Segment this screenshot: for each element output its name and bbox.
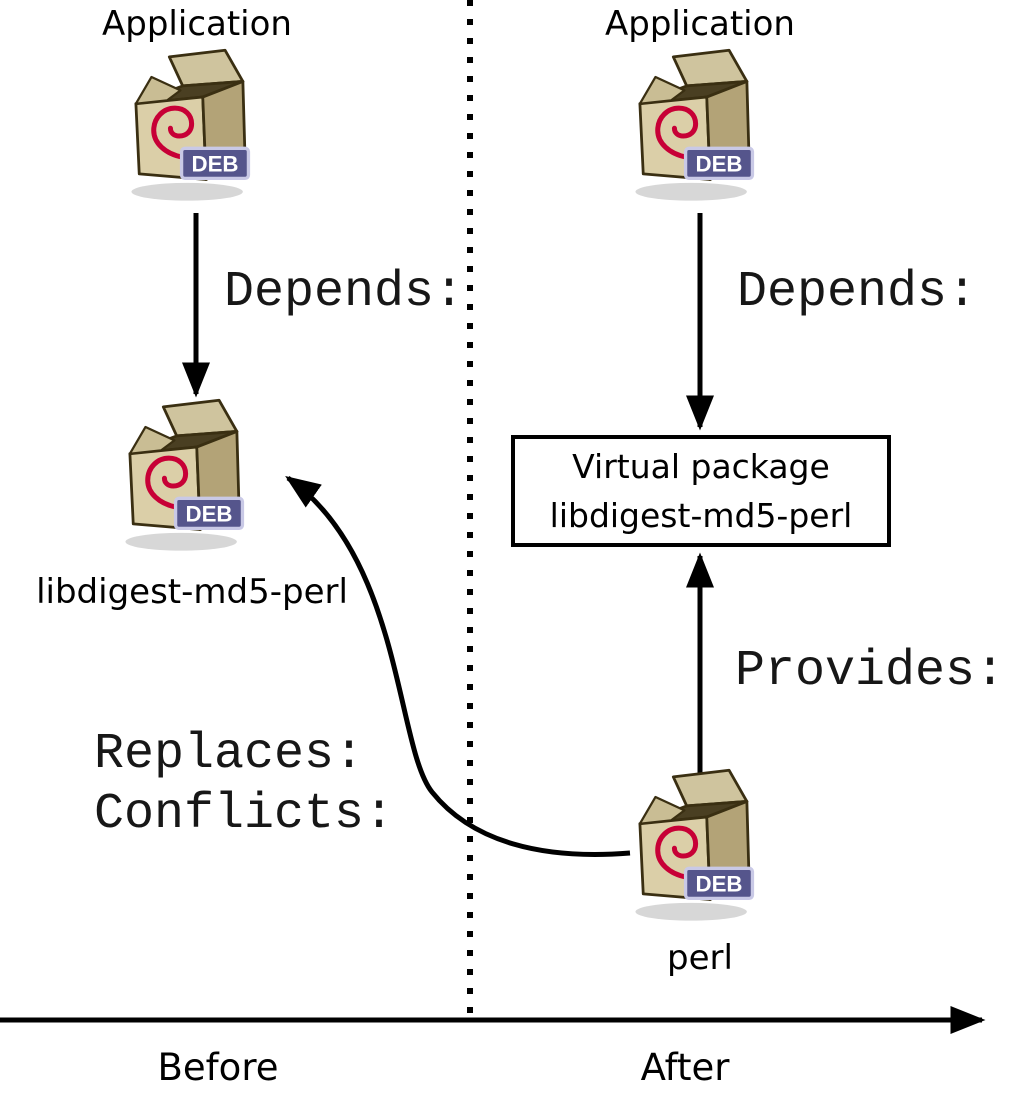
application-label-before: Application <box>102 4 292 44</box>
deb-package-icon-libdigest-md5-perl <box>112 398 257 554</box>
conflicts-label: Conflicts: <box>94 786 395 843</box>
deb-package-icon-application-before <box>118 48 263 204</box>
depends-label-after: Depends: <box>737 264 978 321</box>
deb-package-icon-application-after <box>622 48 767 204</box>
application-label-after: Application <box>605 4 795 44</box>
axis-label-after: After <box>640 1046 730 1089</box>
perl-label: perl <box>667 938 733 978</box>
virtual-package-box: Virtual package libdigest-md5-perl <box>511 435 891 547</box>
virtual-package-line2: libdigest-md5-perl <box>549 496 853 535</box>
depends-label-before: Depends: <box>224 264 465 321</box>
libdigest-md5-perl-label: libdigest-md5-perl <box>36 572 348 612</box>
virtual-package-line1: Virtual package <box>572 446 830 486</box>
replaces-label: Replaces: <box>94 726 365 783</box>
axis-label-before: Before <box>157 1046 279 1089</box>
provides-label: Provides: <box>735 643 1006 700</box>
deb-package-icon-perl <box>622 768 767 924</box>
replaces-conflicts-arrow <box>285 475 631 857</box>
